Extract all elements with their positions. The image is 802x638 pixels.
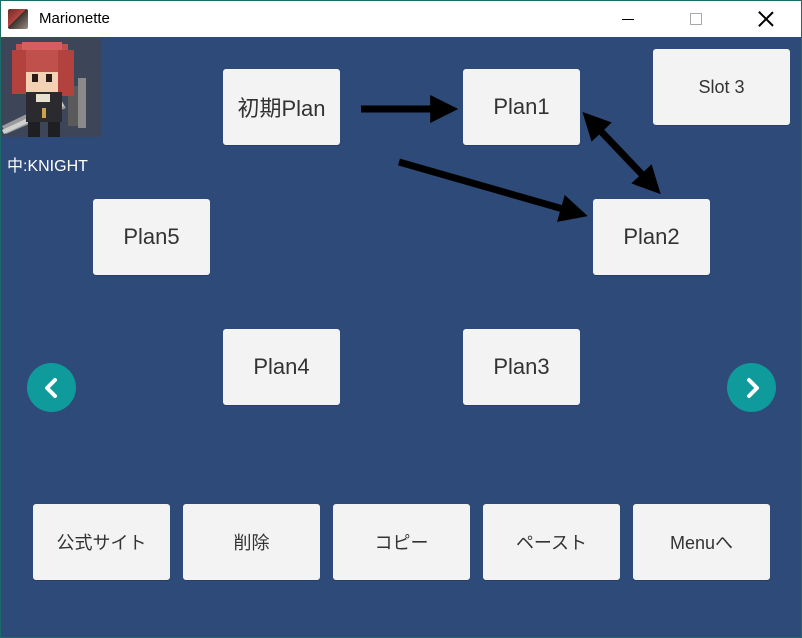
plan1-button[interactable]: Plan1	[463, 69, 580, 145]
character-avatar	[2, 38, 101, 137]
official-site-button[interactable]: 公式サイト	[33, 504, 170, 580]
close-icon	[758, 11, 774, 27]
plan-initial-button[interactable]: 初期Plan	[223, 69, 340, 145]
maximize-button[interactable]	[673, 1, 719, 37]
title-bar: Marionette	[1, 1, 801, 37]
maximize-icon	[690, 13, 702, 25]
prev-page-button[interactable]	[27, 363, 76, 412]
copy-button[interactable]: コピー	[333, 504, 470, 580]
slot-button[interactable]: Slot 3	[653, 49, 790, 125]
arrow-initial-to-plan2	[398, 158, 588, 222]
knight-avatar-icon	[2, 38, 101, 137]
plan5-button[interactable]: Plan5	[93, 199, 210, 275]
window-title: Marionette	[39, 10, 110, 27]
plan4-button[interactable]: Plan4	[223, 329, 340, 405]
chevron-left-icon	[44, 377, 57, 398]
app-icon	[8, 9, 28, 29]
next-page-button[interactable]	[727, 363, 776, 412]
plan2-button[interactable]: Plan2	[593, 199, 710, 275]
chevron-right-icon	[746, 377, 759, 398]
minimize-button[interactable]	[605, 1, 651, 37]
minimize-icon	[622, 18, 634, 20]
delete-button[interactable]: 削除	[183, 504, 320, 580]
main-content: 中:KNIGHT 初期Plan Plan1 Slot 3 Plan2 Plan5…	[1, 38, 801, 637]
paste-button[interactable]: ペースト	[483, 504, 620, 580]
close-button[interactable]	[743, 1, 789, 37]
menu-button[interactable]: Menuへ	[633, 504, 770, 580]
character-label: 中:KNIGHT	[7, 158, 88, 175]
plan3-button[interactable]: Plan3	[463, 329, 580, 405]
arrow-plan1-plan2	[582, 111, 661, 195]
